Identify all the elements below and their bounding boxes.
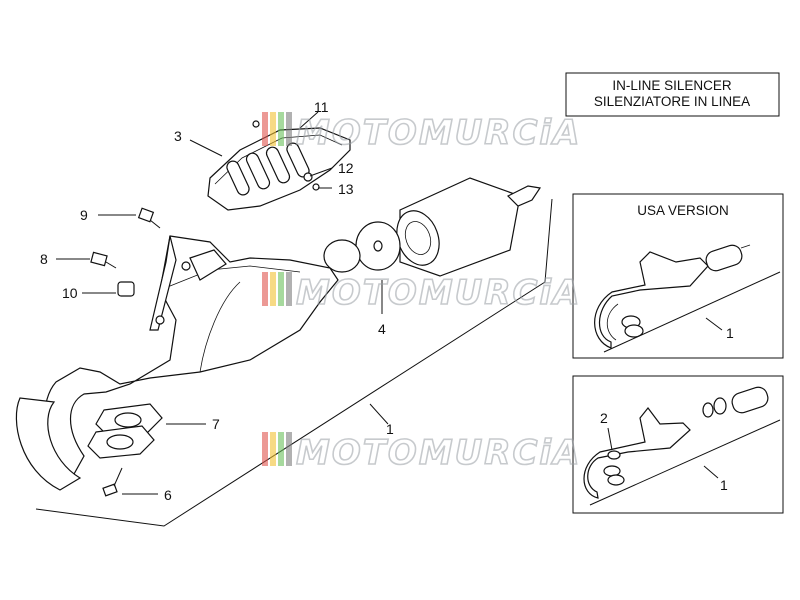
watermark-text: MOTOMURCiA xyxy=(296,273,581,313)
callout-9: 9 xyxy=(80,207,88,223)
alt-callout-1: 1 xyxy=(720,477,728,493)
inline-silencer-title-box: IN-LINE SILENCER SILENZIATORE IN LINEA xyxy=(565,72,780,117)
main-assembly-outline xyxy=(35,198,553,527)
callout-8: 8 xyxy=(40,251,48,267)
alt-callout-2: 2 xyxy=(600,410,608,426)
title-line-1: IN-LINE SILENCER xyxy=(612,78,732,93)
callout-11: 11 xyxy=(314,99,329,115)
title-line-2: SILENZIATORE IN LINEA xyxy=(594,94,750,109)
callout-1: 1 xyxy=(386,421,394,437)
watermark-top: MOTOMURCiA xyxy=(262,112,581,154)
inline-silencer xyxy=(323,177,542,277)
callout-10: 10 xyxy=(62,285,78,301)
callout-6: 6 xyxy=(164,487,172,503)
callout-7: 7 xyxy=(212,416,220,432)
watermark-stripe-red xyxy=(262,432,268,466)
usa-version-box: USA VERSION 1 xyxy=(572,193,784,359)
watermark-stripe-red xyxy=(262,112,268,146)
callout-12: 12 xyxy=(338,160,354,176)
callout-13: 13 xyxy=(338,181,354,197)
watermark-stripe-red xyxy=(262,272,268,306)
flange-gaskets xyxy=(87,403,163,459)
watermark-stripe-green xyxy=(278,432,284,466)
alternate-version-box: 2 1 xyxy=(572,375,784,514)
watermark-text: MOTOMURCiA xyxy=(296,113,581,153)
watermark-stripe-yellow xyxy=(270,272,276,306)
watermark-stripe-green xyxy=(278,272,284,306)
watermark-stripe-green xyxy=(278,112,284,146)
watermark-stripe-yellow xyxy=(270,112,276,146)
watermark-middle: MOTOMURCiA xyxy=(262,272,581,314)
callout-3: 3 xyxy=(174,128,182,144)
watermark-bottom: MOTOMURCiA xyxy=(262,432,581,474)
watermark-stripe-grey xyxy=(286,112,292,146)
usa-version-title: USA VERSION xyxy=(637,203,729,218)
callout-numbers: 11 3 12 13 9 8 10 4 7 1 6 xyxy=(40,99,394,503)
callout-4: 4 xyxy=(378,321,386,337)
usa-callout-1: 1 xyxy=(726,325,734,341)
fasteners xyxy=(90,207,161,497)
watermark-stripe-grey xyxy=(286,272,292,306)
watermark-stripe-yellow xyxy=(270,432,276,466)
leader-lines xyxy=(56,111,389,495)
watermark-text: MOTOMURCiA xyxy=(296,433,581,473)
watermark-stripe-grey xyxy=(286,432,292,466)
